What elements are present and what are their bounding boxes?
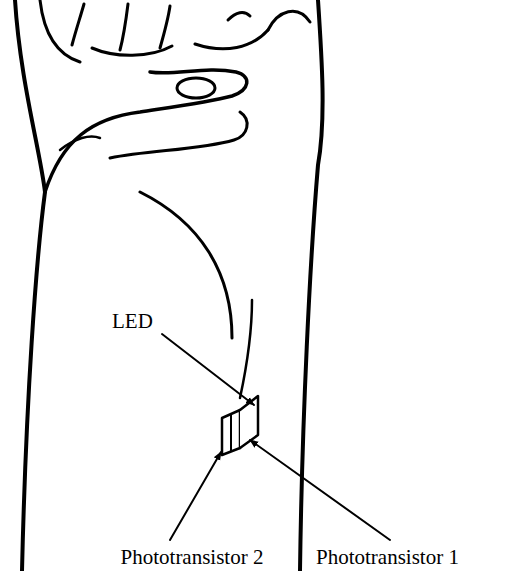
arm-outline	[15, 0, 45, 571]
finger-line	[195, 30, 268, 49]
thumb-outline	[45, 70, 247, 192]
palm-contour	[140, 192, 232, 338]
leader-arrow	[250, 440, 390, 540]
arm-outline	[300, 0, 323, 571]
sensor-divider	[230, 414, 232, 451]
finger-line	[228, 13, 250, 20]
wrist-contour	[240, 300, 252, 398]
finger-line	[40, 0, 80, 62]
part-label: Phototransistor 2	[121, 546, 264, 569]
thumb-crease	[60, 137, 100, 151]
leader-arrow	[170, 452, 221, 540]
sensor-plate	[240, 396, 258, 448]
thumbnail	[177, 78, 215, 98]
leader-arrow	[162, 334, 254, 405]
part-label: LED	[112, 310, 153, 333]
thumb-outline	[110, 112, 247, 158]
finger-line	[120, 4, 128, 50]
finger-line	[72, 4, 84, 45]
part-label: Phototransistor 1	[316, 546, 459, 569]
finger-line	[268, 11, 310, 30]
finger-line	[160, 6, 170, 48]
sensor-plate	[222, 410, 240, 455]
